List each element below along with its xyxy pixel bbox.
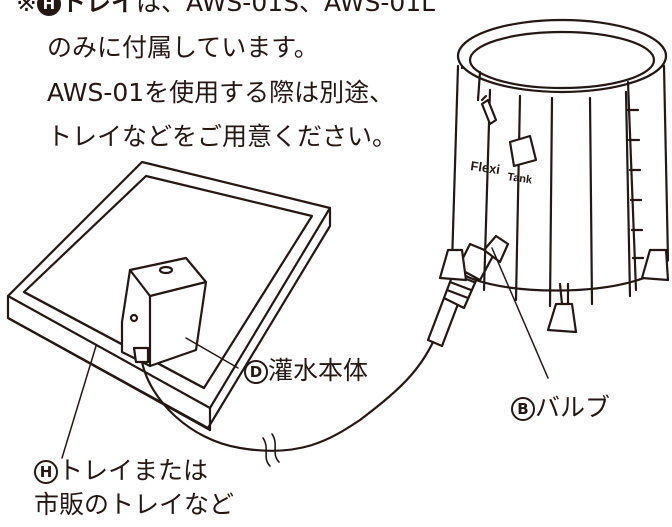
tray-letter-badge: H — [36, 0, 61, 16]
label-H-badge: H — [34, 460, 58, 484]
note-line-1-rest: は、AWS-01S、AWS-01L — [135, 0, 436, 17]
irrigation-unit-body — [120, 256, 208, 368]
leader-line-D — [185, 337, 239, 369]
flexi-tank — [438, 18, 670, 334]
note-line-3: AWS-01を使用する際は別途、 — [47, 78, 395, 107]
reference-mark: ※ — [16, 0, 37, 17]
water-tube — [140, 338, 436, 452]
label-D-badge: D — [244, 360, 268, 384]
tank-logo-line1: Flexi — [470, 158, 501, 177]
tray-word: トレイ — [60, 0, 136, 17]
label-B-text: バルブ — [535, 393, 611, 422]
leader-line-B — [491, 247, 549, 379]
label-H-text-line1: トレイまたは — [58, 456, 209, 485]
label-D-text: 灌水本体 — [268, 356, 369, 385]
label-B-badge: B — [511, 397, 535, 421]
note-line-2: のみに付属しています。 — [47, 33, 319, 62]
tank-logo-line2: Tank — [507, 171, 534, 186]
label-tray-line2: 市販のトレイなど — [34, 490, 235, 519]
leader-line-H — [61, 345, 97, 459]
hose-connector — [426, 234, 510, 348]
note-line-4: トレイなどをご用意ください。 — [47, 122, 398, 151]
